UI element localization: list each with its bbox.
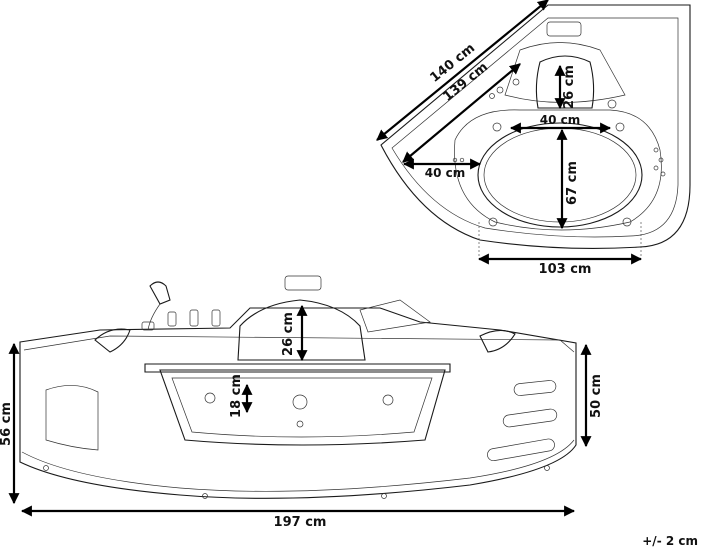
top-view-basin — [477, 122, 643, 228]
front-view-lower-base — [21, 439, 575, 492]
front-view-display-panel — [284, 275, 322, 291]
label-40cm-side: 40 cm — [425, 166, 466, 180]
front-view-right-armrest — [479, 329, 516, 353]
front-view-faucet-knobs — [167, 309, 221, 327]
front-view-headrest — [237, 299, 366, 361]
label-103cm: 103 cm — [539, 262, 592, 277]
label-50cm: 50 cm — [589, 374, 604, 418]
label-40cm-headrest: 40 cm — [540, 113, 581, 127]
label-56cm: 56 cm — [0, 402, 14, 446]
front-view: 26 cm 18 cm 56 cm 50 cm 197 cm — [0, 275, 604, 530]
dim-arrow-139 — [402, 63, 521, 163]
front-view-hand-shower — [141, 281, 171, 331]
label-18cm: 18 cm — [229, 374, 244, 418]
label-26cm-front: 26 cm — [281, 312, 296, 356]
front-view-jets — [204, 392, 394, 428]
front-view-deck-right — [359, 299, 431, 333]
top-view-basin-inner — [483, 127, 637, 223]
top-view-inner-rim — [391, 17, 679, 238]
top-view-outer-shell — [380, 4, 691, 250]
front-view-side-vents — [487, 380, 558, 462]
label-26cm-top: 26 cm — [562, 65, 577, 109]
top-view: 140 cm 139 cm 26 cm 40 cm 40 cm 67 cm 10… — [376, 0, 691, 277]
front-view-front-window — [159, 369, 446, 446]
front-view-left-armrest — [94, 328, 131, 353]
front-view-rim-line — [23, 335, 575, 353]
front-view-rim-band — [144, 363, 451, 373]
front-view-left-side-panel — [45, 385, 99, 451]
front-view-feet — [43, 465, 550, 499]
front-view-front-window-inner — [171, 377, 433, 438]
top-view-display-panel — [546, 21, 582, 37]
dim-arrow-140 — [376, 0, 549, 141]
front-view-outer-body — [19, 307, 577, 499]
label-197cm: 197 cm — [274, 515, 327, 530]
label-67cm: 67 cm — [565, 161, 580, 205]
tolerance-note: +/- 2 cm — [642, 534, 698, 548]
